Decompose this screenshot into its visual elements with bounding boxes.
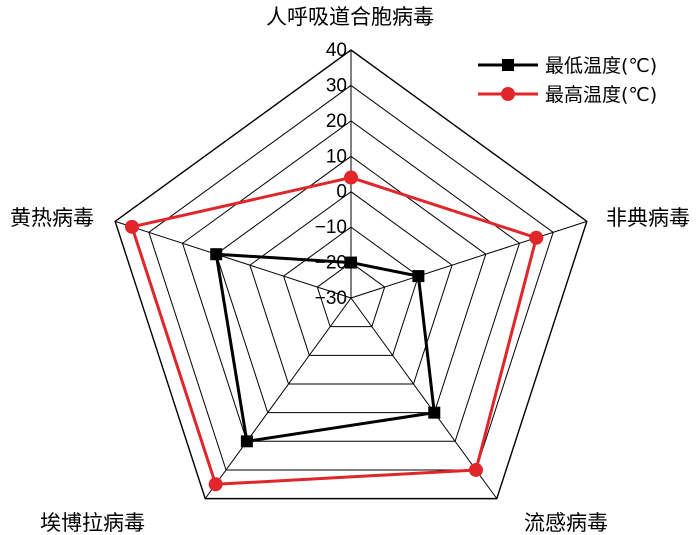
radial-tick-label: 30: [326, 75, 347, 96]
radial-tick-label: 0: [336, 182, 347, 203]
radar-axes: [114, 50, 588, 499]
category-label: 非典病毒: [606, 206, 690, 230]
radial-tick-label: 10: [326, 146, 347, 167]
data-point: [124, 219, 139, 234]
category-label: 流感病毒: [524, 511, 608, 535]
legend-label: 最高温度(℃): [545, 84, 657, 106]
radial-tick-labels: 40 30 20 10 0 −10 −20 −30: [315, 40, 347, 309]
legend: 最低温度(℃) 最高温度(℃): [478, 55, 657, 106]
radar-series: [124, 170, 544, 492]
radial-tick-label: −10: [315, 217, 347, 238]
grid-ring: [249, 191, 453, 385]
series-line: [130, 176, 538, 486]
data-point: [240, 435, 253, 448]
legend-marker: [501, 87, 515, 101]
category-label: 埃博拉病毒: [40, 511, 145, 535]
grid-ring: [316, 261, 386, 328]
radial-tick-label: −20: [315, 253, 347, 274]
series-line: [214, 252, 436, 443]
legend-label: 最低温度(℃): [545, 55, 657, 77]
radial-axis: [114, 220, 352, 299]
grid-ring: [283, 226, 419, 356]
grid-ring: [215, 155, 487, 414]
data-point: [428, 406, 441, 419]
data-point: [529, 230, 544, 245]
data-point: [344, 170, 358, 185]
data-point: [345, 256, 357, 269]
radial-tick-label: −30: [315, 288, 347, 309]
category-label: 人呼吸道合胞病毒: [266, 5, 434, 29]
data-point: [468, 462, 483, 477]
radial-axis: [204, 297, 352, 499]
data-point: [208, 477, 223, 492]
data-point: [412, 270, 425, 283]
radial-tick-label: 40: [326, 40, 347, 61]
grid-ring: [114, 49, 588, 500]
category-label: 黄热病毒: [10, 206, 94, 230]
grid-ring: [148, 84, 554, 471]
data-point: [210, 248, 223, 261]
radial-axis: [350, 220, 588, 299]
radial-tick-label: 20: [326, 111, 347, 132]
legend-marker: [502, 59, 514, 71]
